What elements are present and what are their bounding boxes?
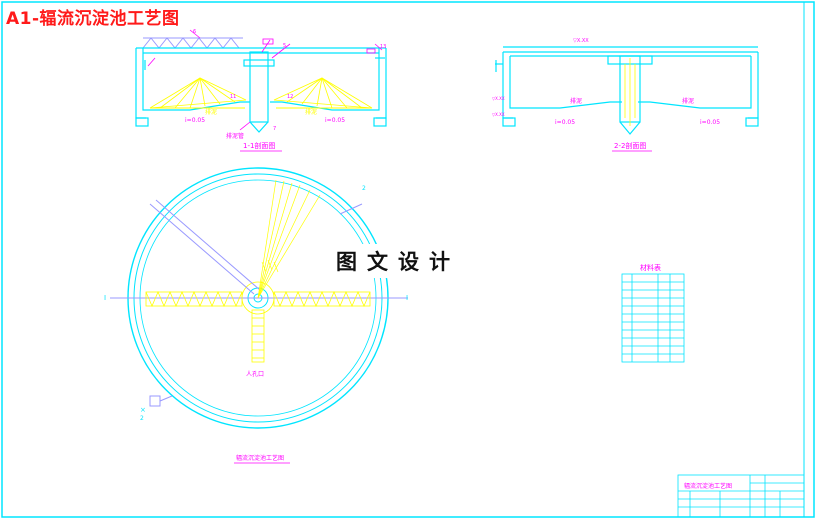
svg-text:2: 2 [362,185,366,192]
radial-hatch [257,179,321,299]
plan-view: I I 2 [104,167,408,464]
section-2-slope-right: i=0.05 [700,119,720,126]
svg-text:5: 5 [283,43,286,49]
section-2-sludge-left: 排泥 [570,97,582,105]
svg-text:7: 7 [273,126,276,132]
sludge-label-left: 排泥 [205,108,217,116]
svg-text:▽X.XX: ▽X.XX [573,38,589,44]
title-block [677,474,805,518]
truss-bridge [142,37,243,49]
sludge-zone-right [273,77,373,109]
section-1-1: 6 5 13 11 12 7 排泥 排泥 i=0.05 i=0.05 排泥管 1… [135,29,387,152]
svg-text:▽X.XX: ▽X.XX [492,112,505,117]
walkway [149,199,261,295]
manhole-label: 人孔口 [246,370,264,378]
section-2-slope-left: i=0.05 [555,119,575,126]
manhole-ladder [251,309,265,363]
svg-text:12: 12 [287,94,293,100]
slope-label-right: i=0.05 [325,117,345,124]
scraper-truss [145,290,371,308]
section-2-2: ▽X.XX ▽X.XX ▽X.XX 排泥 排泥 i=0.05 i=0.05 2-… [492,38,759,152]
slope-label-left: i=0.05 [185,117,205,124]
svg-text:▽X.XX: ▽X.XX [492,96,505,101]
svg-text:6: 6 [193,29,196,35]
sludge-zone-left [149,77,247,109]
outlet-label: 排泥管 [226,132,244,140]
svg-text:I: I [406,294,408,302]
svg-text:13: 13 [380,44,386,50]
plan-caption: 辐流沉淀池工艺图 [236,454,284,462]
svg-text:I: I [104,294,106,302]
materials-table-frame [621,273,685,363]
title-block-name: 辐流沉淀池工艺图 [684,482,732,490]
svg-text:11: 11 [230,94,236,100]
svg-text:×: × [140,406,146,414]
section-2-caption: 2-2剖面图 [614,141,646,150]
materials-table-title: 材料表 [640,263,661,272]
sludge-label-right: 排泥 [305,108,317,116]
overlay-caption: 图文设计 [330,244,466,278]
drawing-title: A1-辐流沉淀池工艺图 [6,9,180,29]
materials-table: 材料表 [621,263,685,363]
svg-text:2: 2 [140,415,144,422]
section-1-caption: 1-1剖面图 [243,141,275,150]
section-2-sludge-right: 排泥 [682,97,694,105]
